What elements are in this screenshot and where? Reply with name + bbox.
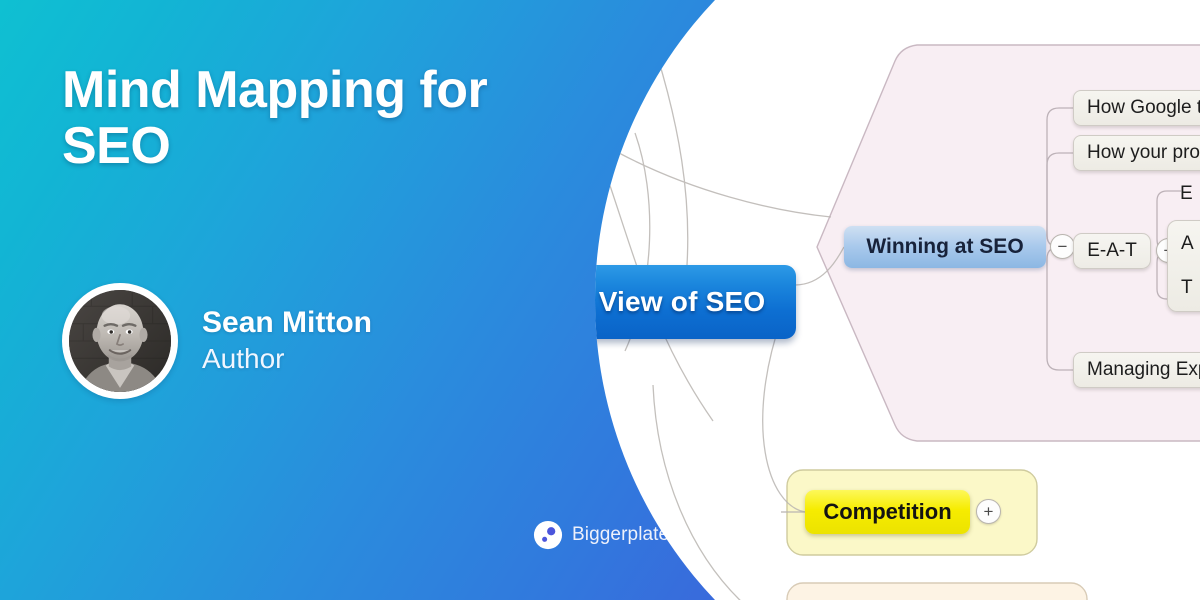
avatar <box>62 283 178 399</box>
expand-toggle-competition[interactable]: + <box>976 499 1001 524</box>
mindmap-viewport[interactable]: View of SEO Winning at SEO − How Google … <box>595 0 1200 600</box>
page-title: Mind Mapping for SEO <box>62 61 488 176</box>
mindmap-node-eat-children-group[interactable]: A T <box>1167 220 1200 312</box>
mindmap-node-eat[interactable]: E-A-T <box>1073 233 1151 269</box>
author-role: Author <box>202 343 285 375</box>
mindmap-node-managing-expectations[interactable]: Managing Expe <box>1073 352 1200 388</box>
mindmap-node-root[interactable]: View of SEO <box>595 265 796 339</box>
author-block: Sean Mitton Author <box>62 283 372 399</box>
mindmap-node-how-google-thinks[interactable]: How Google th <box>1073 90 1200 126</box>
brand-name: Biggerplate <box>572 524 670 545</box>
author-portrait <box>69 290 171 392</box>
mindmap-node-eat-child-a[interactable]: A <box>1181 233 1194 254</box>
collapse-toggle-winning-at-seo[interactable]: − <box>1050 234 1075 259</box>
mindmap-node-eat-child-t[interactable]: T <box>1181 277 1193 298</box>
mindmap-canvas[interactable]: View of SEO Winning at SEO − How Google … <box>595 0 1200 600</box>
mindmap-node-how-your-prospects[interactable]: How your pros <box>1073 135 1200 171</box>
brand-logo[interactable]: Biggerplate <box>533 520 669 550</box>
mindmap-node-competition[interactable]: Competition <box>805 490 970 534</box>
biggerplate-bubbles-icon <box>533 520 563 550</box>
author-text: Sean Mitton Author <box>202 306 372 376</box>
mindmap-node-eat-child-e[interactable]: E <box>1180 183 1193 204</box>
mindmap-node-winning-at-seo[interactable]: Winning at SEO <box>844 226 1046 268</box>
author-name: Sean Mitton <box>202 305 372 339</box>
